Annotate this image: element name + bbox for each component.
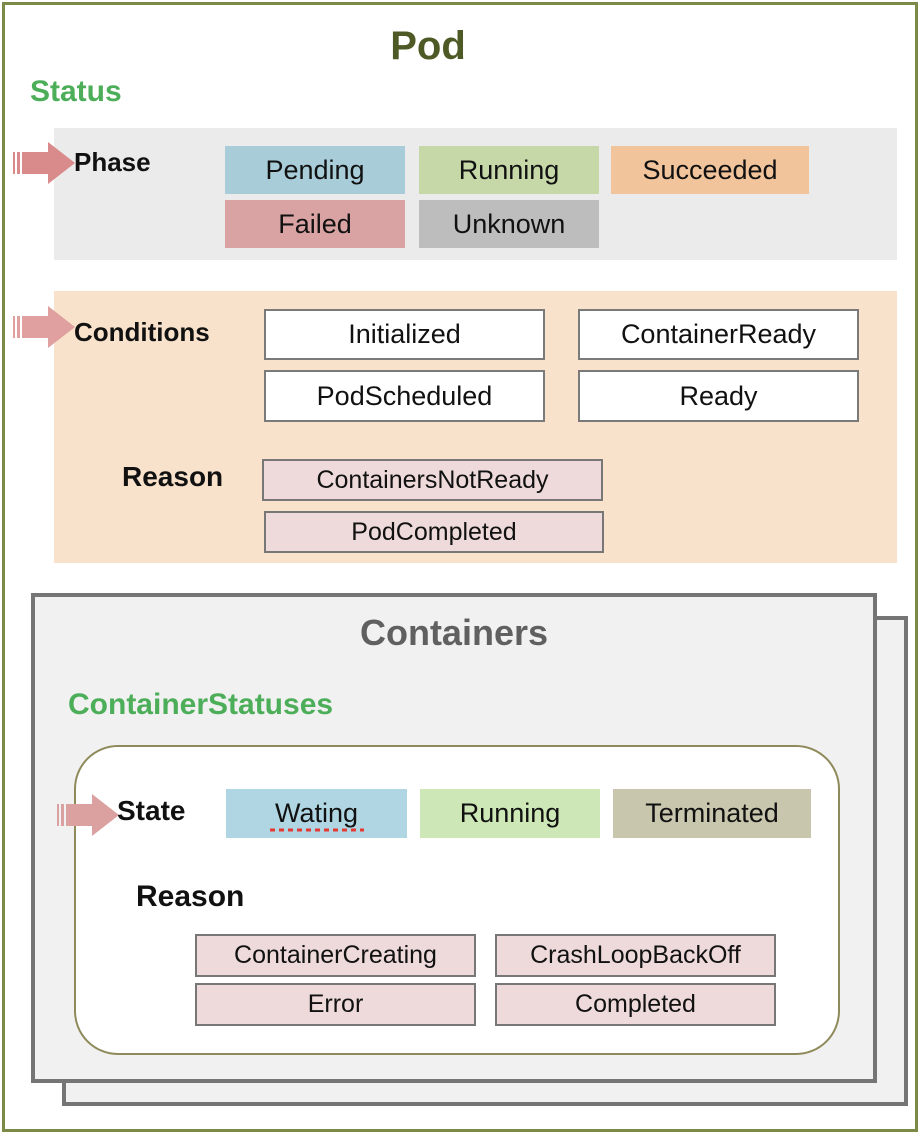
- container-statuses-label: ContainerStatuses: [68, 688, 334, 721]
- state-label: State: [117, 795, 186, 826]
- condition-initialized: Initialized: [264, 309, 545, 360]
- containers-title: Containers: [359, 612, 549, 653]
- conditions-reason-label: Reason: [122, 461, 224, 492]
- reason-error: Error: [195, 983, 476, 1026]
- condition-container-ready: ContainerReady: [578, 309, 859, 360]
- phase-running: Running: [419, 146, 599, 194]
- state-running: Running: [420, 789, 600, 838]
- right-block-arrow-icon: [13, 142, 75, 184]
- reason-crash-loop-back-off: CrashLoopBackOff: [495, 934, 776, 977]
- phase-unknown: Unknown: [419, 200, 599, 248]
- reason-containers-not-ready: ContainersNotReady: [262, 459, 603, 501]
- phase-pending: Pending: [225, 146, 405, 194]
- status-label: Status: [30, 75, 122, 108]
- pod-title: Pod: [390, 24, 466, 68]
- reason-container-creating: ContainerCreating: [195, 934, 476, 977]
- spellcheck-underline-icon: [270, 828, 364, 832]
- state-terminated: Terminated: [613, 789, 811, 838]
- conditions-label: Conditions: [74, 317, 210, 347]
- right-block-arrow-icon: [57, 794, 119, 836]
- phase-label: Phase: [74, 147, 151, 177]
- reason-pod-completed: PodCompleted: [264, 511, 604, 553]
- right-block-arrow-icon: [13, 306, 75, 348]
- state-reason-label: Reason: [136, 880, 245, 913]
- phase-failed: Failed: [225, 200, 405, 248]
- reason-completed: Completed: [495, 983, 776, 1026]
- phase-succeeded: Succeeded: [611, 146, 809, 194]
- condition-pod-scheduled: PodScheduled: [264, 370, 545, 422]
- condition-ready: Ready: [578, 370, 859, 422]
